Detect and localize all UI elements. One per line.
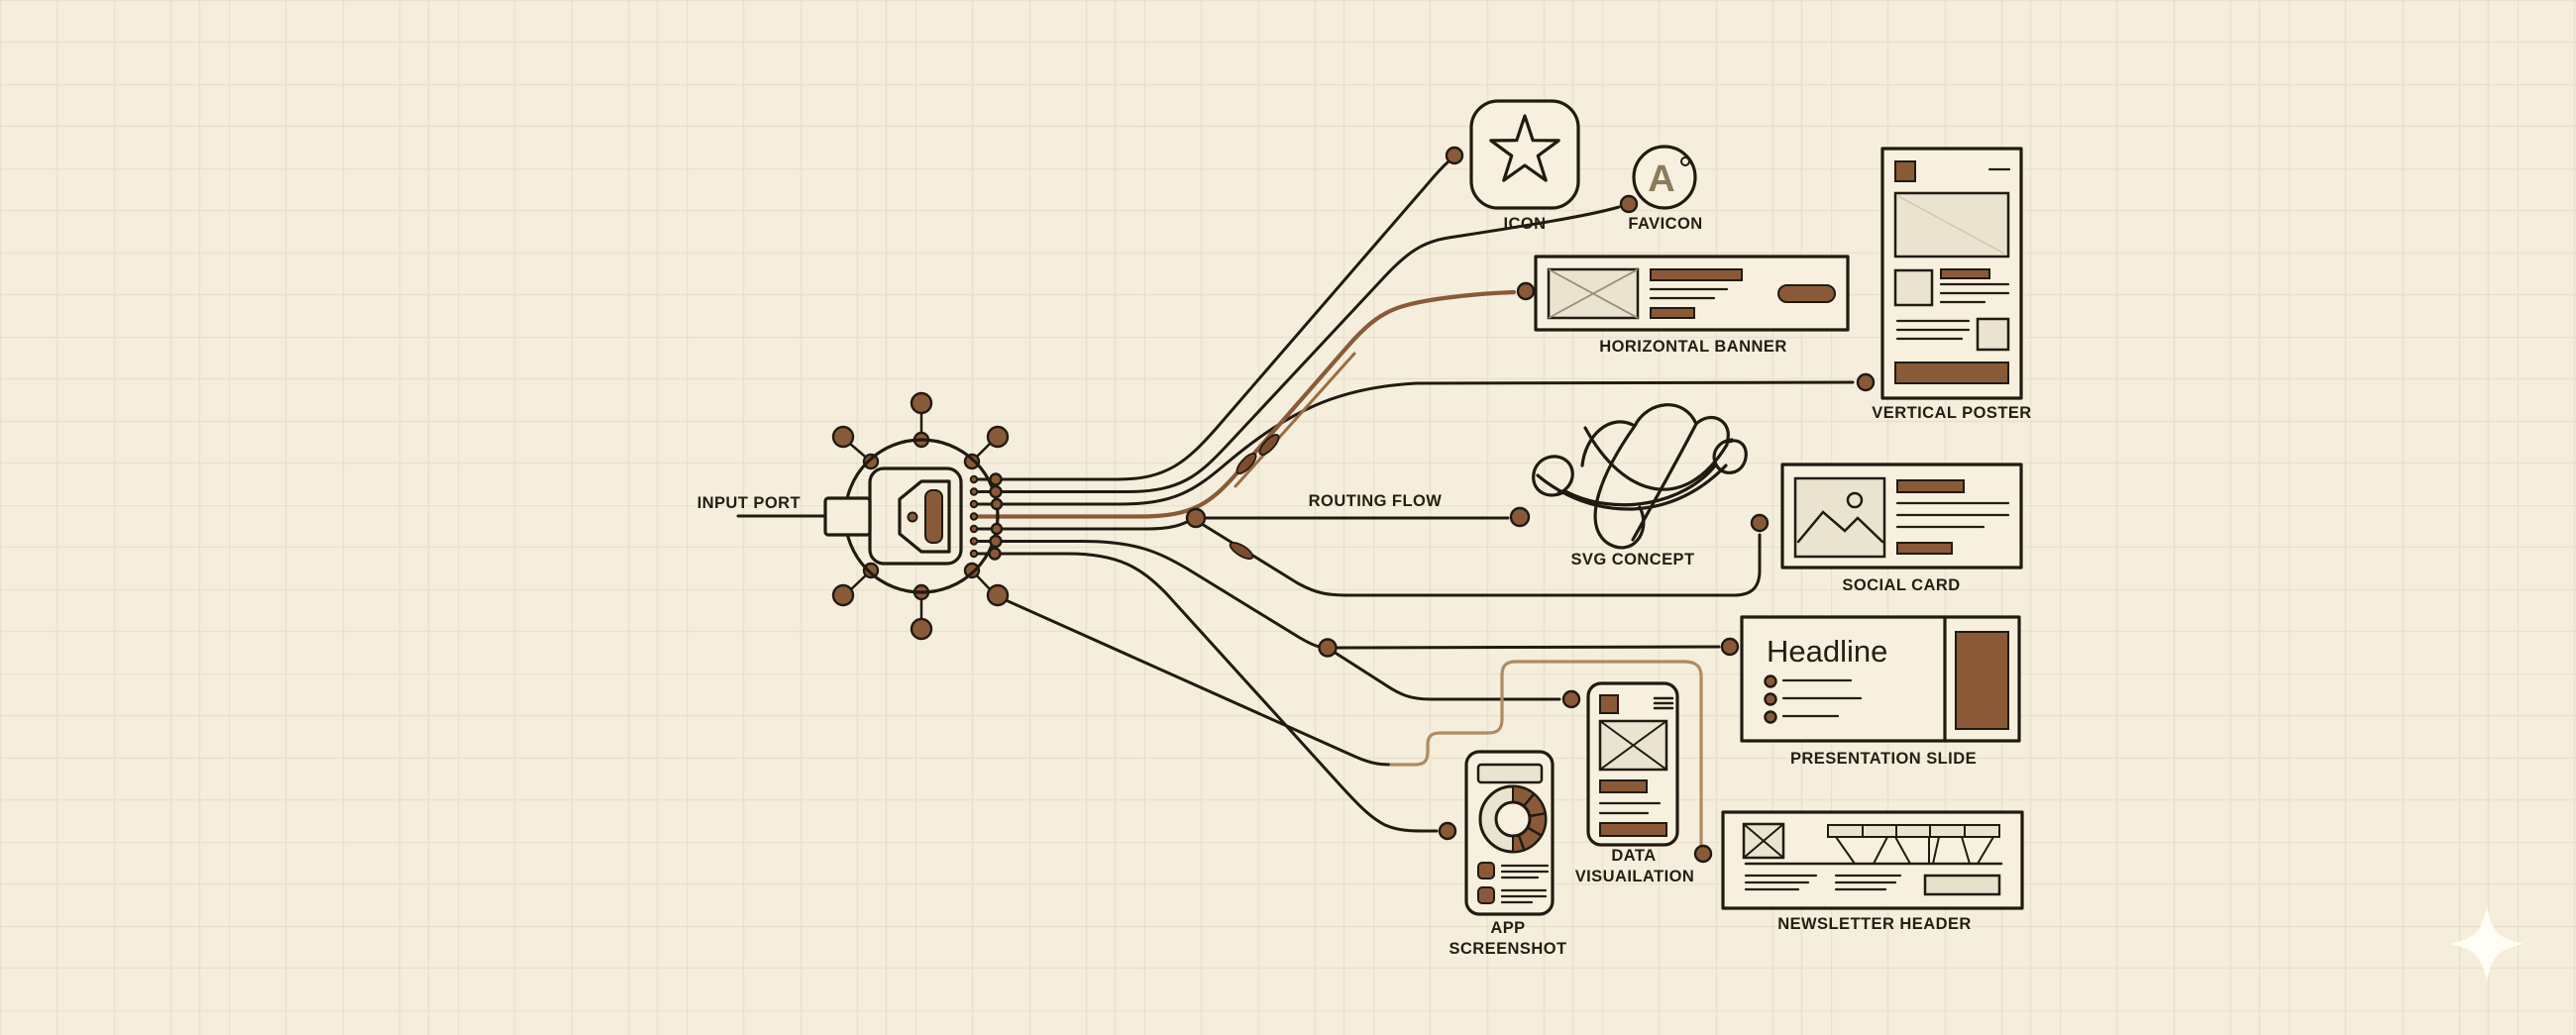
node-vertical-poster: VERTICAL POSTER [1872,147,2031,422]
node-favicon: A FAVICON [1628,145,1702,233]
app-list-bullet [1477,886,1495,904]
routing-flow-label: ROUTING FLOW [1309,492,1443,510]
route-icon [972,160,1449,481]
sun-icon [1846,491,1864,509]
data-vis-label-2: VISUAILATION [1575,868,1695,885]
favicon-glyph: A [1648,158,1674,200]
terminal-dot-poster [1856,372,1876,392]
input-port-hub: INPUT PORT [698,391,1010,641]
terminal-dot-favicon [1619,194,1639,214]
junction-dot [1318,638,1338,658]
hdmi-port-icon [898,479,951,554]
terminal-dot-presentation [1720,637,1740,657]
vertical-poster-label: VERTICAL POSTER [1872,404,2031,422]
social-card-label: SOCIAL CARD [1842,576,1960,594]
data-vis-label-1: DATA [1611,847,1656,865]
data-vis-button [1599,822,1667,837]
route-social-card [1200,522,1762,597]
social-image-placeholder [1793,476,1886,559]
route-newsletter-dark [1002,597,1393,767]
terminal-dot-newsletter [1693,844,1713,864]
social-button [1896,542,1953,555]
slide-headline: Headline [1767,634,1887,669]
input-stub [823,496,872,537]
routes: ROUTING FLOW [971,146,1876,864]
terminal-dot-social [1750,513,1770,533]
route-newsletter-tan [1389,660,1703,846]
terminal-dot-app [1438,821,1457,841]
banner-tag-bar [1650,307,1695,319]
app-label-2: SCREENSHOT [1449,940,1566,958]
icon-frame [1469,99,1580,210]
terminal-dot-icon [1445,146,1464,165]
banner-button [1777,284,1836,303]
sparkle-icon [2449,906,2524,982]
banner-title-bar [1650,268,1743,281]
terminal-dot-svg [1509,506,1531,528]
flourish-icon [1532,403,1748,550]
packet-bead [1258,433,1280,457]
route-vertical-poster [972,380,1855,506]
node-app-screenshot: APP SCREENSHOT [1449,750,1566,958]
donut-chart-icon [1478,784,1548,854]
node-horizontal-banner: HORIZONTAL BANNER [1534,255,1850,356]
packet-bead [1229,542,1254,560]
node-icon: ICON [1469,99,1580,233]
route-favicon [972,205,1621,493]
route-horizontal-banner [971,289,1517,519]
packet-bead [1235,452,1257,475]
route-app [972,552,1439,833]
poster-footer-bar [1894,362,2009,384]
horizontal-banner-label: HORIZONTAL BANNER [1599,338,1786,356]
poster-logo [1894,160,1916,182]
social-title-bar [1896,479,1965,493]
route-presentation-h [1334,645,1721,650]
app-list-bullet [1477,862,1495,880]
presentation-slide-label: PRESENTATION SLIDE [1790,750,1977,768]
hamburger-menu-icon [1653,696,1674,710]
favicon-label: FAVICON [1628,215,1702,233]
data-vis-title-bar [1599,779,1648,793]
poster-title-bar [1940,268,1990,279]
node-presentation-slide: Headline PRESENTATION SLIDE [1740,615,2021,768]
icon-label: ICON [1503,215,1546,233]
node-social-card: SOCIAL CARD [1780,463,2023,594]
star-icon [1489,114,1560,182]
poster-thumb [1893,268,1934,307]
slide-media-block [1955,631,2009,730]
hub-body [868,466,963,566]
node-data-visualization: DATA VISUAILATION [1575,681,1695,885]
input-port-label: INPUT PORT [698,494,801,512]
app-label-1: APP [1490,919,1525,937]
newsletter-nav-bunting [1744,824,2003,866]
route-trunk [972,519,1191,531]
hdmi-pin-block [924,489,943,544]
mountains-icon [1796,510,1884,544]
data-vis-logo [1599,694,1619,714]
node-newsletter-header: NEWSLETTER HEADER [1721,810,2024,933]
poster-thumb-2 [1976,317,2010,352]
newsletter-header-label: NEWSLETTER HEADER [1777,915,1972,933]
newsletter-button [1923,874,2001,896]
junction-dot [1185,507,1207,529]
route-data-vis [1332,650,1561,701]
favicon-dot [1680,156,1690,166]
hub-pins [969,472,1004,561]
favicon-frame [1632,145,1697,210]
terminal-dot-data-vis [1561,689,1581,709]
app-search-bar [1476,763,1544,784]
terminal-dot-banner [1516,281,1536,301]
svg-concept-label: SVG CONCEPT [1570,551,1694,569]
route-highlight-segment [1234,352,1356,488]
node-svg-concept: SVG CONCEPT [1532,403,1748,569]
hdmi-dot [907,511,918,523]
